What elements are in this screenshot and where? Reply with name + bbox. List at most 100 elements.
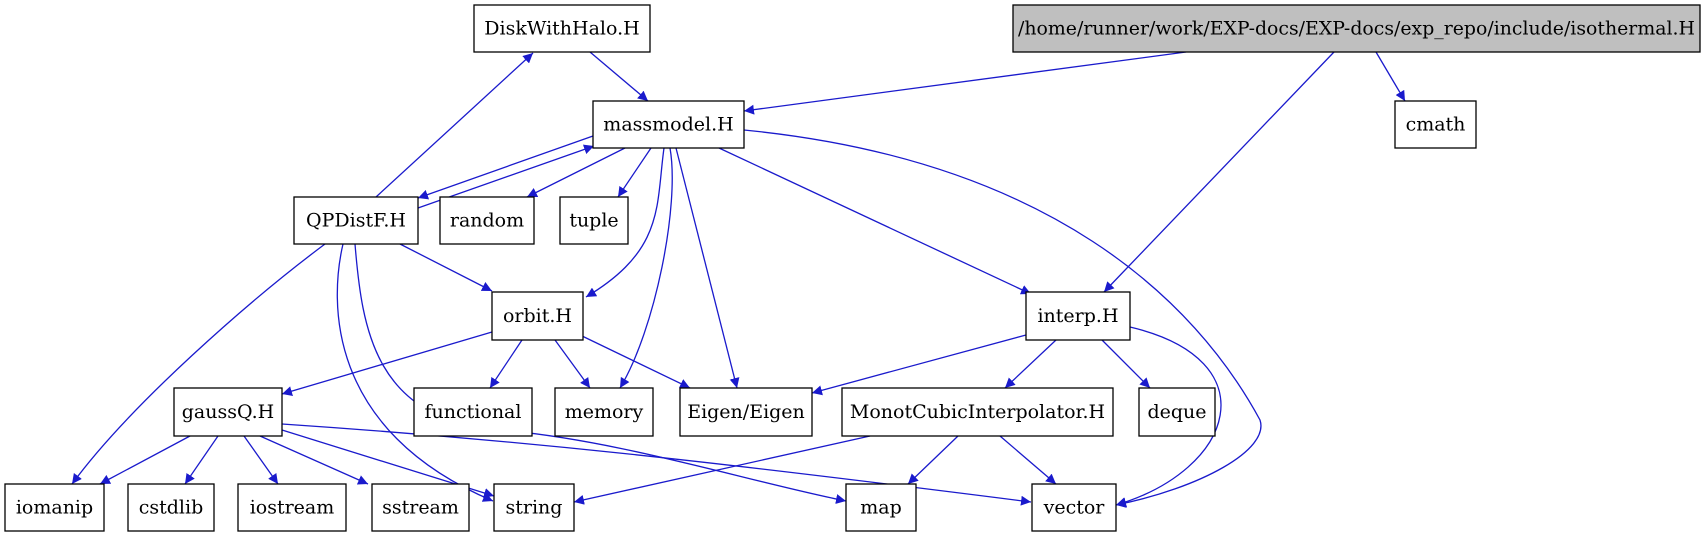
edge-qpdistf-to-orbit xyxy=(399,243,493,292)
edge-line xyxy=(259,435,369,485)
edge-massmodel-to-orbit xyxy=(585,147,665,298)
edge-interp-to-deque xyxy=(1101,339,1151,389)
node-label: interp.H xyxy=(1037,305,1118,327)
node-box xyxy=(554,387,654,437)
node-orbit[interactable]: orbit.H xyxy=(491,291,584,341)
edge-line xyxy=(417,135,594,200)
node-box xyxy=(127,483,215,532)
edge-line xyxy=(554,339,591,389)
edge-orbit-to-eigen xyxy=(579,334,691,389)
node-gaussq[interactable]: gaussQ.H xyxy=(173,387,283,437)
node-box xyxy=(473,4,651,53)
node-tuple[interactable]: tuple xyxy=(559,196,629,245)
node-box xyxy=(493,483,575,532)
edge-gaussq-to-cstdlib xyxy=(184,435,219,485)
node-vector[interactable]: vector xyxy=(1031,483,1117,532)
node-string[interactable]: string xyxy=(493,483,575,532)
node-functional[interactable]: functional xyxy=(413,387,533,437)
edge-line xyxy=(1375,51,1406,102)
edge-line xyxy=(999,435,1057,485)
node-box xyxy=(559,196,629,245)
edge-massmodel-to-eigen xyxy=(675,147,740,389)
edge-gaussq-to-iostream xyxy=(243,435,279,485)
edge-massmodel-to-interp xyxy=(718,147,1032,295)
node-iomanip[interactable]: iomanip xyxy=(4,483,105,532)
node-cstdlib[interactable]: cstdlib xyxy=(127,483,215,532)
edge-orbit-to-memory xyxy=(554,339,591,389)
edge-interp-to-monot xyxy=(1004,339,1057,389)
node-label: Eigen/Eigen xyxy=(687,401,805,423)
edge-line xyxy=(1101,339,1151,389)
node-sstream[interactable]: sstream xyxy=(371,483,470,532)
edge-qpdistf-to-diskwithhalo xyxy=(375,52,534,198)
edge-orbit-to-functional xyxy=(489,339,523,389)
node-memory[interactable]: memory xyxy=(554,387,654,437)
node-label: iostream xyxy=(250,497,335,519)
node-label: tuple xyxy=(569,210,618,232)
node-eigen[interactable]: Eigen/Eigen xyxy=(679,387,813,437)
edge-monot-to-vector xyxy=(999,435,1057,485)
edge-line xyxy=(585,147,665,298)
node-label: /home/runner/work/EXP-docs/EXP-docs/exp_… xyxy=(1018,18,1695,40)
edge-line xyxy=(243,435,279,485)
node-box xyxy=(845,483,917,532)
node-label: functional xyxy=(425,401,522,423)
node-random[interactable]: random xyxy=(439,196,535,245)
node-iostream[interactable]: iostream xyxy=(237,483,347,532)
edge-gaussq-to-iomanip xyxy=(99,435,191,485)
node-cmath[interactable]: cmath xyxy=(1394,100,1477,149)
node-map[interactable]: map xyxy=(845,483,917,532)
node-qpdistf[interactable]: QPDistF.H xyxy=(293,196,419,245)
edge-line xyxy=(336,243,494,502)
node-isothermal[interactable]: /home/runner/work/EXP-docs/EXP-docs/exp_… xyxy=(1012,4,1701,53)
edge-monot-to-string xyxy=(573,435,871,505)
node-label: gaussQ.H xyxy=(182,401,274,423)
edge-line xyxy=(354,243,847,504)
edge-line xyxy=(579,334,691,389)
node-box xyxy=(841,387,1114,437)
node-box xyxy=(293,196,419,245)
node-label: MonotCubicInterpolator.H xyxy=(850,401,1105,423)
node-box xyxy=(1025,291,1131,341)
edge-qpdistf-to-string xyxy=(336,243,494,502)
edge-line xyxy=(617,147,652,198)
edge-line xyxy=(526,147,626,198)
edge-massmodel-to-memory xyxy=(619,147,673,389)
edge-line xyxy=(184,435,219,485)
node-box xyxy=(371,483,470,532)
nodes-layer: /home/runner/work/EXP-docs/EXP-docs/exp_… xyxy=(4,4,1701,532)
edge-diskwithhalo-to-massmodel xyxy=(589,51,649,102)
node-label: cstdlib xyxy=(139,497,204,519)
node-label: iomanip xyxy=(16,497,93,519)
node-label: random xyxy=(450,210,524,232)
node-monot[interactable]: MonotCubicInterpolator.H xyxy=(841,387,1114,437)
node-label: vector xyxy=(1043,497,1106,519)
edge-line xyxy=(375,52,534,198)
node-box xyxy=(4,483,105,532)
node-label: string xyxy=(506,497,563,519)
edge-line xyxy=(1004,339,1057,389)
edge-isothermal-to-cmath xyxy=(1375,51,1406,102)
edge-orbit-to-gaussq xyxy=(281,331,493,396)
edge-line xyxy=(573,435,871,505)
node-label: QPDistF.H xyxy=(306,210,406,232)
edge-massmodel-to-tuple xyxy=(617,147,652,198)
node-interp[interactable]: interp.H xyxy=(1025,291,1131,341)
edge-line xyxy=(1115,326,1222,507)
node-label: memory xyxy=(565,401,644,423)
node-diskwithhalo[interactable]: DiskWithHalo.H xyxy=(473,4,651,53)
edge-isothermal-to-interp xyxy=(1103,51,1335,293)
node-deque[interactable]: deque xyxy=(1138,387,1216,437)
node-box xyxy=(1138,387,1216,437)
edge-line xyxy=(675,147,740,389)
node-massmodel[interactable]: massmodel.H xyxy=(592,100,745,149)
edge-line xyxy=(489,339,523,389)
node-box xyxy=(1031,483,1117,532)
edge-line xyxy=(589,51,649,102)
node-label: deque xyxy=(1147,401,1206,423)
edge-massmodel-to-vector xyxy=(743,129,1262,508)
edge-line xyxy=(1103,51,1335,293)
node-label: DiskWithHalo.H xyxy=(484,18,639,40)
node-box xyxy=(439,196,535,245)
